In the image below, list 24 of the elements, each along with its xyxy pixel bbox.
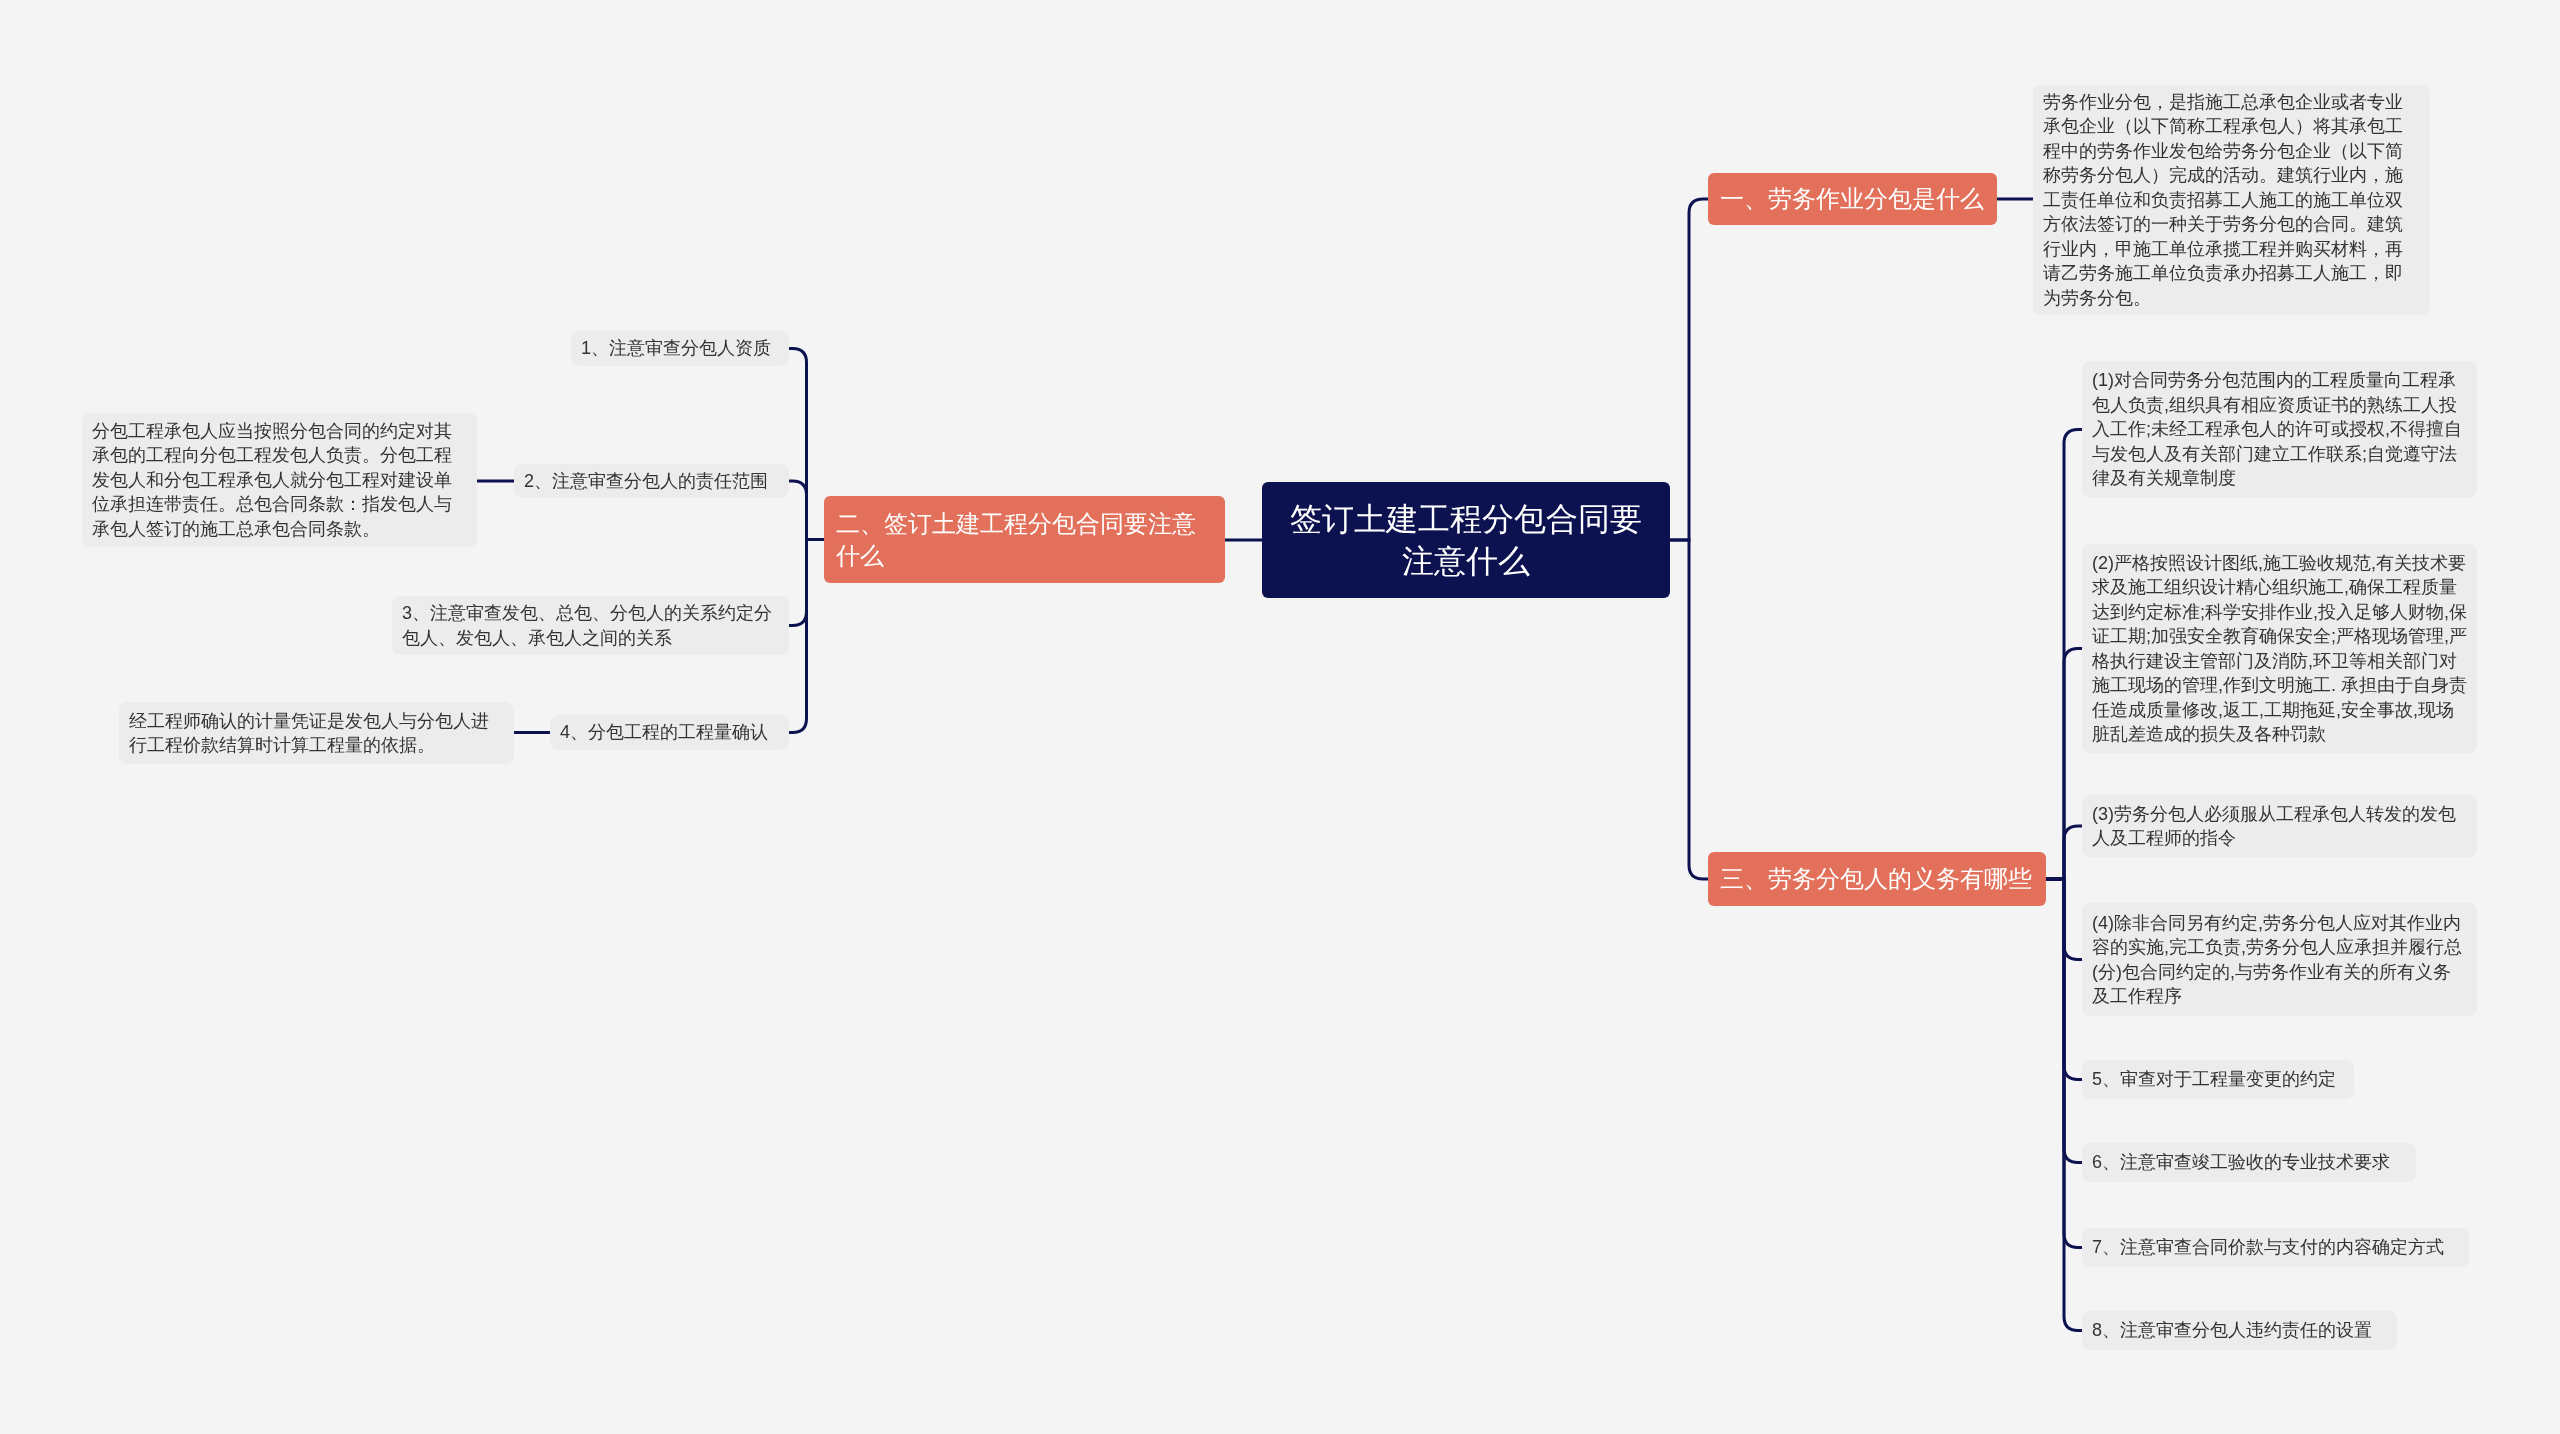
subtopic-box: 6、注意审查竣工验收的专业技术要求 bbox=[2082, 1143, 2416, 1182]
subtopic-box: 3、注意审查发包、总包、分包人的关系约定分包人、发包人、承包人之间的关系 bbox=[392, 596, 789, 655]
connector bbox=[1997, 197, 2033, 201]
connector bbox=[1225, 538, 1262, 542]
branch-topic: 二、签订土建工程分包合同要注意什么 bbox=[824, 496, 1225, 583]
connector bbox=[514, 731, 550, 734]
subtopic-box: 7、注意审查合同价款与支付的内容确定方式 bbox=[2082, 1228, 2469, 1267]
connector bbox=[477, 479, 514, 483]
subtopic-box: 4、分包工程的工程量确认 bbox=[550, 715, 789, 750]
subtopic-box: (2)严格按照设计图纸,施工验收规范,有关技术要求及施工组织设计精心组织施工,确保工程质量达到约定标准;科学安排作业,投入足够人财物,保证工期;加强安全教育确保安全;严格现场管理,严格执行建设主管部门及消防,环卫等相关部门对施工现场的管理,作到文明施工. 承担由于自身责任造成质量修改,返工,工期拖延,安全事故,现场脏乱差造成的损失及各种罚款 bbox=[2082, 544, 2477, 753]
note-box: 劳务作业分包，是指施工总承包企业或者专业承包企业（以下简称工程承包人）将其承包工程中的劳务作业发包给劳务分包企业（以下简称劳务分包人）完成的活动。建筑行业内，施工责任单位和负责招募工人施工的施工单位双方依法签订的一种关于劳务分包的合同。建筑行业内，甲施工单位承揽工程并购买材料，再请乙劳务施工单位负责承办招募工人施工，即为劳务分包。 bbox=[2033, 85, 2430, 315]
note-box: 经工程师确认的计量凭证是发包人与分包人进行工程价款结算时计算工程量的依据。 bbox=[119, 702, 514, 764]
subtopic-box: (1)对合同劳务分包范围内的工程质量向工程承包人负责,组织具有相应资质证书的熟练工人投入工作;未经工程承包人的许可或授权,不得擅自与发包人及有关部门建立工作联系;自觉遵守法律及有关规章制度 bbox=[2082, 361, 2477, 498]
note-box: 分包工程承包人应当按照分包合同的约定对其承包的工程向分包工程发包人负责。分包工程发包人和分包工程承包人就分包工程对建设单位承担连带责任。总包合同条款：指发包人与承包人签订的施工总承包合同条款。 bbox=[82, 413, 477, 547]
subtopic-box: 8、注意审查分包人违约责任的设置 bbox=[2082, 1311, 2397, 1350]
subtopic-box: 2、注意审查分包人的责任范围 bbox=[514, 464, 789, 498]
subtopic-box: 5、审查对于工程量变更的约定 bbox=[2082, 1060, 2354, 1099]
subtopic-box: (4)除非合同另有约定,劳务分包人应对其作业内容的实施,完工负责,劳务分包人应承担并履行总(分)包合同约定的,与劳务作业有关的所有义务及工作程序 bbox=[2082, 903, 2477, 1016]
subtopic-box: 1、注意审查分包人资质 bbox=[571, 331, 789, 366]
branch-topic: 三、劳务分包人的义务有哪些 bbox=[1708, 852, 2046, 906]
subtopic-box: (3)劳务分包人必须服从工程承包人转发的发包人及工程师的指令 bbox=[2082, 795, 2477, 857]
connector bbox=[2046, 877, 2082, 1332]
branch-topic: 一、劳务作业分包是什么 bbox=[1708, 173, 1997, 225]
central-topic: 签订土建工程分包合同要注意什么 bbox=[1262, 482, 1670, 598]
